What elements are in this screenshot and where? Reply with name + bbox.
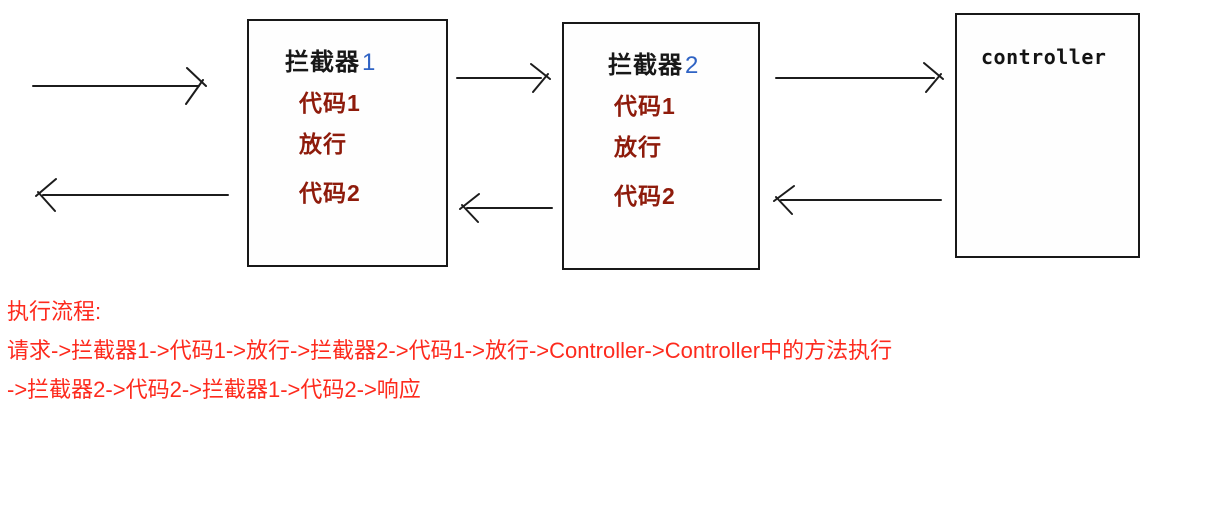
interceptor2-code2-label: 代码2 <box>614 183 676 209</box>
interceptor2-pass-label: 放行 <box>614 134 662 160</box>
interceptor2-title: 拦截器2 <box>608 45 699 80</box>
interceptor1-title-number: 1 <box>362 49 377 76</box>
interceptor2-code1-label: 代码1 <box>614 93 676 119</box>
arrow-interceptor2-to-interceptor1 <box>459 193 553 223</box>
flow-heading: 执行流程: <box>7 299 102 324</box>
interceptor2-title-text: 拦截器 <box>608 52 683 79</box>
interceptor1-code1-label: 代码1 <box>299 90 361 116</box>
controller-box: controller <box>955 13 1140 258</box>
interceptor1-title-text: 拦截器 <box>285 49 360 76</box>
interceptor2-box: 拦截器2 代码1 放行 代码2 <box>562 22 760 270</box>
flow-line-2: ->拦截器2->代码2->拦截器1->代码2->响应 <box>7 377 421 402</box>
arrow-controller-to-interceptor2 <box>773 185 942 215</box>
arrow-response-out <box>35 178 229 212</box>
interceptor1-title: 拦截器1 <box>285 42 376 77</box>
interceptor1-pass-label: 放行 <box>299 131 347 157</box>
arrow-request-in <box>32 67 207 105</box>
interceptor2-title-number: 2 <box>685 52 700 79</box>
interceptor1-box: 拦截器1 代码1 放行 代码2 <box>247 19 448 267</box>
arrow-interceptor1-to-interceptor2 <box>456 63 551 93</box>
interceptor1-code2-label: 代码2 <box>299 180 361 206</box>
execution-flow-text: 执行流程: 请求->拦截器1->代码1->放行->拦截器2->代码1->放行->… <box>7 292 892 409</box>
flow-line-1: 请求->拦截器1->代码1->放行->拦截器2->代码1->放行->Contro… <box>7 338 893 363</box>
controller-title: controller <box>981 45 1107 69</box>
arrow-interceptor2-to-controller <box>775 62 944 93</box>
